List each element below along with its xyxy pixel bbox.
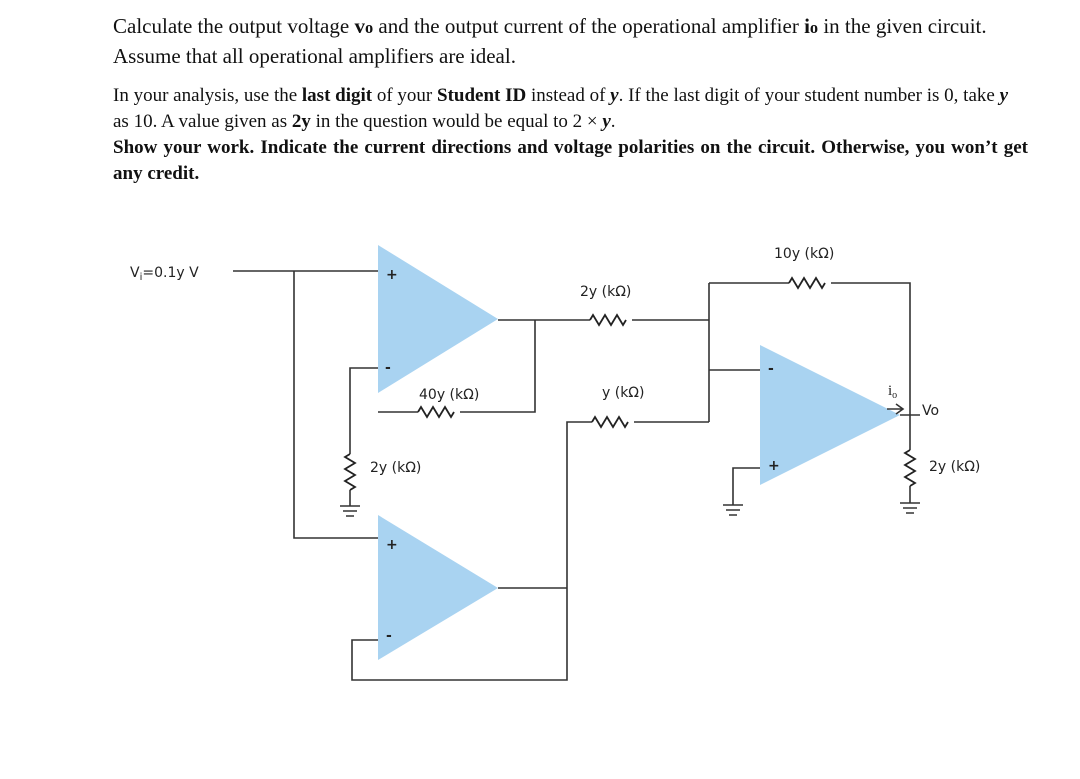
resistor-y bbox=[591, 415, 629, 429]
resistor-2y-left bbox=[343, 453, 357, 491]
wire-opamp3-plus bbox=[732, 467, 760, 505]
label-10y: 10y (kΩ) bbox=[774, 246, 834, 262]
resistor-2y-right bbox=[903, 449, 917, 487]
paragraph-instructions: In your analysis, use the last digit of … bbox=[113, 83, 1028, 135]
text: as 10. A value given as bbox=[113, 111, 292, 132]
resistor-40y bbox=[417, 405, 455, 419]
opamp-3 bbox=[760, 345, 900, 485]
io-arrow-icon bbox=[887, 403, 905, 415]
vi-label: Vi=0.1y V bbox=[130, 265, 199, 283]
text: . bbox=[610, 111, 616, 132]
text: In your analysis, use the bbox=[113, 85, 302, 106]
resistor-10y bbox=[788, 276, 826, 290]
text: in the given circuit. Assume that all op… bbox=[113, 14, 987, 68]
label-40y: 40y (kΩ) bbox=[419, 387, 479, 403]
paragraph-task: Calculate the output voltage vo and the … bbox=[113, 12, 1028, 71]
ground-middle-icon bbox=[723, 504, 743, 516]
resistor-2y-top bbox=[589, 313, 627, 327]
vo-symbol: vo bbox=[354, 14, 374, 38]
opamp1-plus-sign: + bbox=[386, 267, 398, 283]
var-y: y bbox=[602, 111, 611, 132]
opamp3-plus-sign: + bbox=[768, 458, 780, 474]
text: in the question would be equal to 2 × bbox=[310, 111, 603, 132]
ground-right-icon bbox=[900, 502, 920, 514]
opamp-1 bbox=[378, 245, 498, 393]
label-2y-left: 2y (kΩ) bbox=[370, 460, 421, 476]
label-2y-right: 2y (kΩ) bbox=[929, 459, 980, 475]
text: and the output current of the operationa… bbox=[373, 14, 805, 38]
wire-feedback-right bbox=[831, 282, 911, 415]
text: Calculate the output voltage bbox=[113, 14, 355, 38]
paragraph-warning: Show your work. Indicate the current dir… bbox=[113, 137, 1028, 184]
wire-opamp1-feedback bbox=[460, 320, 536, 413]
wire-vi-to-opamp2 bbox=[293, 271, 378, 539]
emphasis-last-digit: last digit bbox=[301, 85, 373, 106]
var-2y: 2y bbox=[291, 111, 311, 132]
emphasis-student-id: Student ID bbox=[437, 85, 527, 106]
vo-label: Vo bbox=[922, 403, 939, 419]
opamp1-minus-sign: - bbox=[385, 360, 391, 376]
label-y: y (kΩ) bbox=[602, 385, 644, 401]
text: instead of bbox=[526, 85, 611, 106]
io-symbol: io bbox=[804, 14, 819, 38]
wire-opamp1-minus bbox=[349, 367, 378, 454]
wire-opamp2-loop bbox=[351, 421, 592, 681]
io-label: io bbox=[888, 383, 897, 401]
var-y: y bbox=[999, 85, 1009, 106]
opamp2-minus-sign: - bbox=[386, 628, 392, 644]
var-y: y bbox=[610, 85, 619, 106]
opamp3-minus-sign: - bbox=[768, 361, 774, 377]
text: of your bbox=[372, 85, 438, 106]
ground-left-icon bbox=[340, 505, 360, 517]
text: . If the last digit of your student numb… bbox=[618, 85, 1000, 106]
opamp2-plus-sign: + bbox=[386, 537, 398, 553]
problem-statement: Calculate the output voltage vo and the … bbox=[113, 12, 1028, 187]
label-2y-top: 2y (kΩ) bbox=[580, 284, 631, 300]
opamp-2 bbox=[378, 515, 498, 660]
